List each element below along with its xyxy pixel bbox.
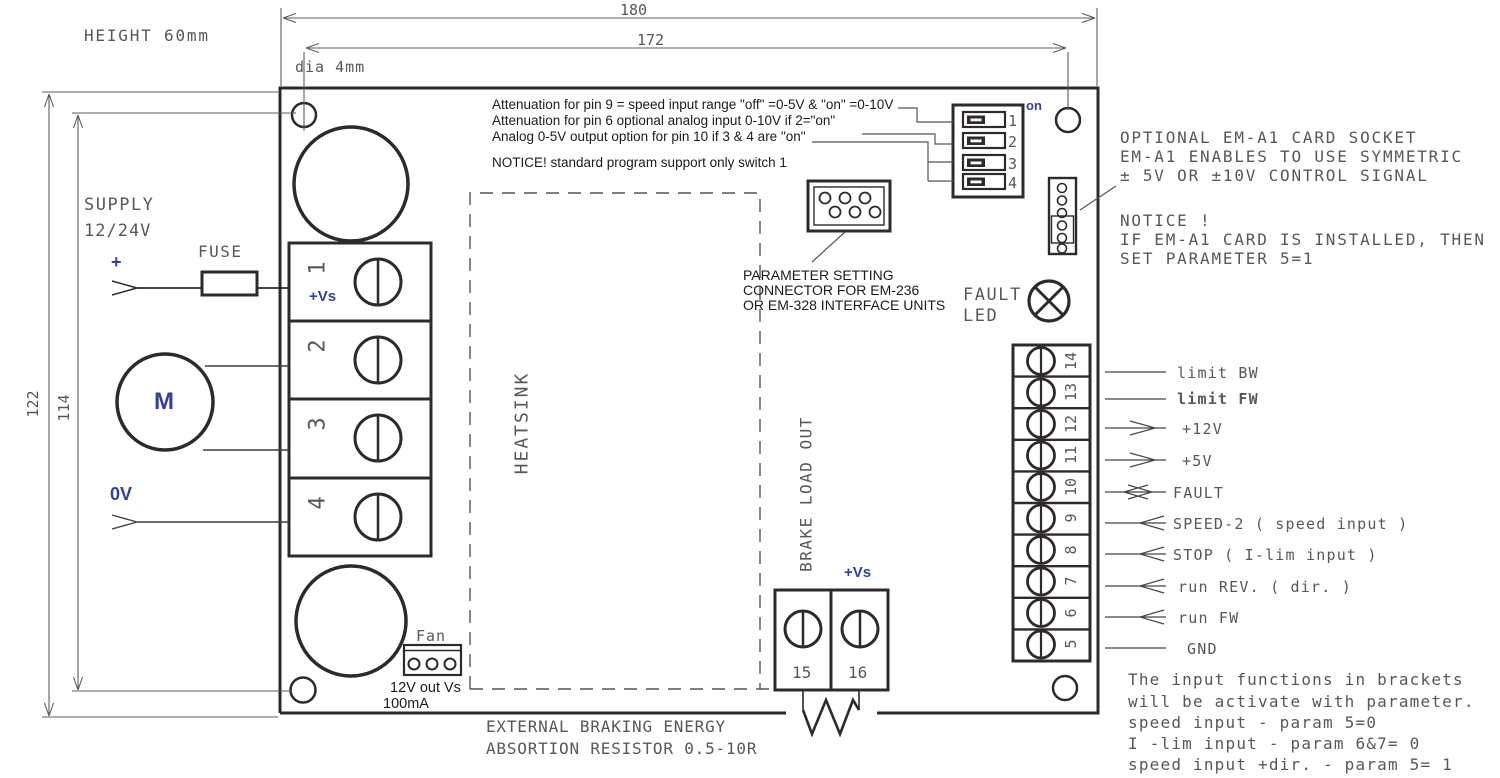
param-connector-line1: PARAMETER SETTING [743,267,894,283]
braking-caption-2: ABSORTION RESISTOR 0.5-10R [486,739,758,758]
power-terminal-block [287,241,433,558]
terminal-number-2: 2 [305,339,331,353]
pin-label-stop: STOP ( I-lim input ) [1173,546,1378,564]
brake-load-out-label: BRAKE LOAD OUT [796,416,816,572]
io-terminal-strip [1011,343,1092,663]
pin-number: 9 [1062,513,1080,523]
em-a1-notice1: NOTICE ! [1120,211,1212,230]
fuse-label: FUSE [198,242,243,261]
pin-number: 8 [1062,545,1080,555]
pin-label-gnd: GND [1187,640,1218,658]
footer-note-5: speed input +dir. - param 5= 1 [1128,755,1453,774]
em-a1-socket [1047,176,1117,256]
brake-terminal-block [773,588,890,692]
dip-number-3: 3 [1008,155,1018,173]
dip-switch [951,103,1025,199]
mounting-hole [1051,674,1079,702]
hole-diameter-label: dia 4mm [295,58,366,76]
footer-note-2: will be activate with parameter. [1128,692,1475,711]
dip-notice: NOTICE! standard program support only sw… [492,155,787,170]
capacitor-bottom [294,564,408,678]
pin-number: 5 [1062,639,1080,649]
fault-led-label-2: LED [963,306,999,326]
fuse-symbol [111,270,289,297]
board-outline [278,86,1100,715]
fan-output-label: 12V out Vs [390,680,461,696]
width-holes-dimension: 172 [637,31,665,49]
height-outer-dimension: 122 [24,390,42,418]
height-holes-dimension: 114 [55,394,73,422]
terminal-number-1: 1 [305,261,331,275]
width-outer-dimension: 180 [620,1,648,19]
supply-voltage-label: 12/24V [84,221,152,241]
zero-volt-label: 0V [110,484,133,504]
terminal-number-16: 16 [848,663,868,682]
pin-number: 7 [1062,576,1080,586]
pin-label-12v: +12V [1182,420,1223,438]
terminal-number-3: 3 [305,417,331,431]
pin-label-run-rev: run REV. ( dir. ) [1178,578,1352,596]
pin-number: 12 [1062,414,1080,434]
em-a1-line1: OPTIONAL EM-A1 CARD SOCKET [1120,128,1418,147]
pin-number: 11 [1062,445,1080,465]
pin-label-limit-bw: limit BW [1177,364,1259,382]
mounting-hole [289,676,317,704]
heatsink-label: HEATSINK [511,371,533,475]
pin-label-5v: +5V [1182,452,1213,470]
pin-label-fault: FAULT [1173,484,1225,502]
fault-led-symbol [1027,279,1071,323]
pin-label-speed2: SPEED-2 ( speed input ) [1173,515,1409,533]
mounting-hole [1054,106,1082,134]
dip-number-2: 2 [1008,133,1018,151]
pin-number: 14 [1062,351,1080,371]
fault-led-label-1: FAULT [963,285,1022,305]
supply-plus-label: + [111,252,122,272]
brake-vs-label: +Vs [844,564,872,581]
braking-caption-1: EXTERNAL BRAKING ENERGY [486,717,726,736]
dip-on-label: on [1026,98,1042,113]
param-connector-line2: CONNECTOR FOR EM-236 [743,282,920,298]
pin-label-limit-fw: limit FW [1177,390,1259,408]
height-dimension-label: HEIGHT 60mm [84,26,210,45]
em-a1-line2: EM-A1 ENABLES TO USE SYMMETRIC [1120,147,1463,166]
param-connector-line3: OR EM-328 INTERFACE UNITS [743,297,946,313]
footer-note-3: speed input - param 5=0 [1128,713,1378,732]
dip-note-leaders [812,107,953,182]
pin-number: 10 [1062,477,1080,497]
dimension-lines [42,8,1098,718]
pin-number: 13 [1062,382,1080,402]
dip-note-3: Analog 0-5V output option for pin 10 if … [492,129,806,144]
terminal1-vs-label: +Vs [309,288,337,305]
dip-number-4: 4 [1008,174,1018,192]
fan-connector [402,643,463,677]
braking-resistor-symbol [801,690,861,738]
em-a1-notice2: IF EM-A1 CARD IS INSTALLED, THEN [1120,230,1486,249]
pin-label-run-fw: run FW [1178,609,1240,627]
pin-leaders [1105,371,1166,649]
em-a1-notice3: SET PARAMETER 5=1 [1120,249,1315,268]
terminal-number-4: 4 [305,496,331,510]
terminal-number-15: 15 [792,663,812,682]
fan-current-label: 100mA [383,696,429,712]
capacitor-top [292,125,410,243]
em-a1-line3: ± 5V OR ±10V CONTROL SIGNAL [1120,166,1429,185]
zero-volt-wire [111,514,289,530]
supply-label: SUPPLY [84,195,155,215]
parameter-connector [806,179,892,263]
footer-note-1: The input functions in brackets [1128,670,1464,689]
motor-symbol [115,352,289,452]
dip-note-1: Attenuation for pin 9 = speed input rang… [492,97,894,112]
pin-number: 6 [1062,608,1080,618]
heatsink-region-outline [469,192,773,690]
dip-number-1: 1 [1008,112,1018,130]
dip-note-2: Attenuation for pin 6 optional analog in… [492,113,836,128]
footer-note-4: I -lim input - param 6&7= 0 [1128,734,1421,753]
motor-label: M [154,388,174,415]
fan-label: Fan [416,627,447,645]
